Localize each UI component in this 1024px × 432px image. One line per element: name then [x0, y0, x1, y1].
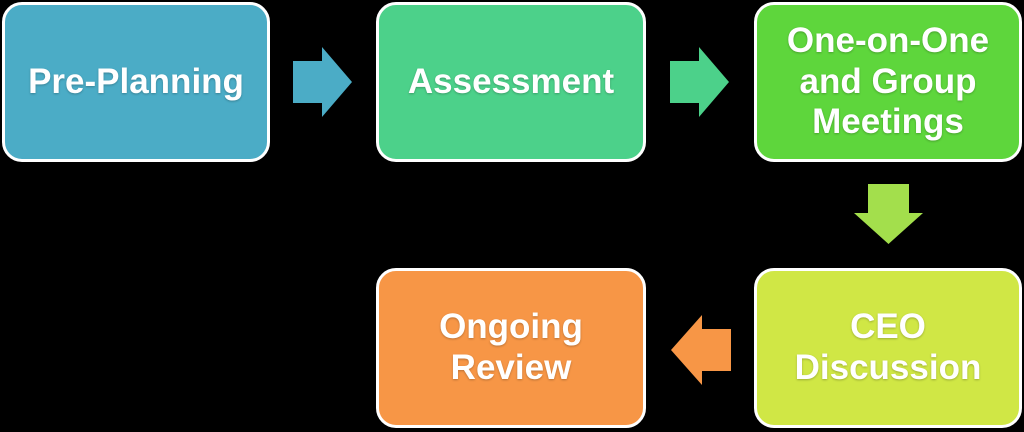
right-arrow-icon [293, 47, 352, 117]
arrow-shape [670, 47, 729, 117]
node-label-line: and Group [799, 61, 977, 101]
node-pre-planning: Pre-Planning [2, 2, 270, 162]
arrow-shape [293, 47, 352, 117]
node-label: Pre-Planning [28, 62, 244, 103]
node-ceo-discussion: CEO Discussion [754, 268, 1022, 428]
node-ongoing-review: Ongoing Review [376, 268, 646, 428]
node-label: CEO Discussion [795, 307, 982, 388]
node-one-on-one-and-group-meetings: One-on-One and Group Meetings [754, 2, 1022, 162]
node-label: Ongoing Review [439, 307, 583, 388]
down-arrow-icon [854, 184, 923, 244]
node-label-line: CEO [850, 307, 926, 347]
arrow-shape [854, 184, 923, 244]
node-label: One-on-One and Group Meetings [787, 21, 989, 143]
left-arrow-icon [671, 315, 731, 385]
node-label-line: Meetings [812, 102, 964, 142]
arrow-shape [671, 315, 731, 385]
node-label-line: Pre-Planning [28, 61, 244, 101]
node-label-line: One-on-One [786, 21, 990, 61]
node-label-line: Assessment [407, 61, 615, 101]
node-label: Assessment [408, 62, 614, 103]
node-label-line: Review [450, 348, 572, 387]
node-label-line: Discussion [794, 348, 982, 387]
node-assessment: Assessment [376, 2, 646, 162]
right-arrow-icon [670, 47, 729, 117]
node-label-line: Ongoing [439, 307, 583, 347]
